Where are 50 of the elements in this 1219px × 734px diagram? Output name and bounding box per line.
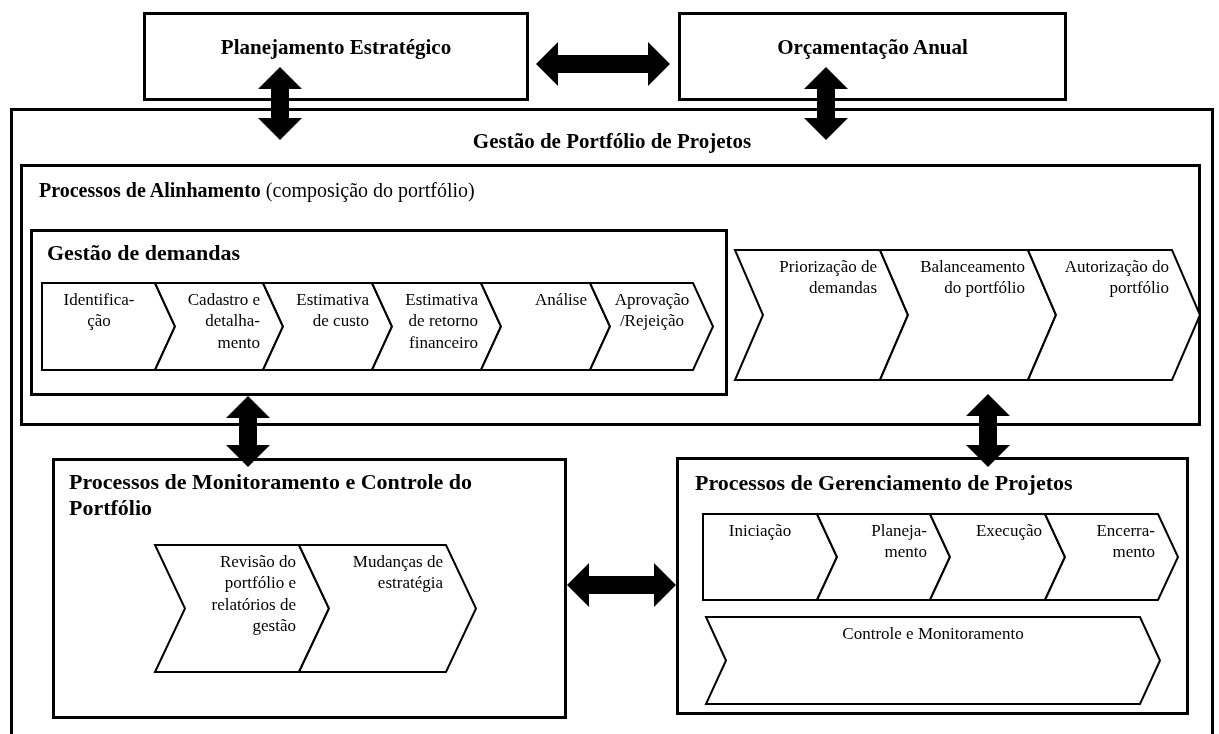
chevron-step [817, 514, 950, 600]
process-box [52, 458, 567, 719]
step-label: Iniciação [727, 520, 793, 542]
step-label: Aprovação /Rejeição [613, 289, 691, 332]
chevron-step [880, 250, 1056, 380]
chevron-step [299, 545, 476, 672]
chevron-step [703, 514, 837, 600]
process-box [10, 108, 1214, 734]
chevron-step [590, 283, 713, 370]
chevron-step [263, 283, 392, 370]
box-title: Planejamento Estratégico [219, 35, 453, 61]
process-box [20, 164, 1201, 426]
chevron-step [155, 545, 329, 672]
box-title: Processos de Monitoramento e Controle do Portfólio [69, 469, 474, 522]
box-title: Gestão de Portfólio de Projetos [471, 129, 753, 155]
step-label: Balanceamento do portfólio [919, 256, 1025, 299]
process-box [676, 457, 1189, 715]
step-label: Controle e Monitoramento [841, 623, 1025, 645]
step-label: Encerra- mento [1095, 520, 1155, 563]
chevron-step [1028, 250, 1200, 380]
step-label: Estimativa de retorno financeiro [404, 289, 478, 353]
step-label: Autorização do portfólio [1063, 256, 1169, 299]
chevron-step [42, 283, 175, 370]
box-title: Gestão de demandas [47, 240, 241, 267]
step-label: Análise [535, 289, 587, 311]
step-label: Planeja- mento [870, 520, 927, 563]
step-label: Cadastro e detalha- mento [186, 289, 260, 353]
step-label: Identifica- ção [62, 289, 136, 332]
chevron-step [706, 617, 1160, 704]
box-title: Orçamentação Anual [776, 35, 969, 61]
chevron-step [481, 283, 610, 370]
chevron-step [930, 514, 1065, 600]
step-label: Execução [975, 520, 1042, 542]
chevron-step [1045, 514, 1178, 600]
box-title: Processos de Alinhamento (composição do portfólio) [39, 178, 475, 202]
step-label: Revisão do portfólio e relatórios de gestão [210, 551, 296, 636]
process-box [678, 12, 1067, 101]
step-label: Estimativa de custo [295, 289, 369, 332]
process-box [30, 229, 728, 396]
double-arrow [966, 394, 1010, 467]
process-box [143, 12, 529, 101]
double-arrow [258, 67, 302, 140]
double-arrow [804, 67, 848, 140]
box-title: Processos de Gerenciamento de Projetos [695, 470, 1073, 497]
double-arrow [226, 396, 270, 467]
double-arrow [567, 563, 676, 607]
chevron-step [735, 250, 908, 380]
double-arrow [536, 42, 670, 86]
step-label: Mudanças de estratégia [351, 551, 443, 594]
step-label: Priorização de demandas [778, 256, 877, 299]
